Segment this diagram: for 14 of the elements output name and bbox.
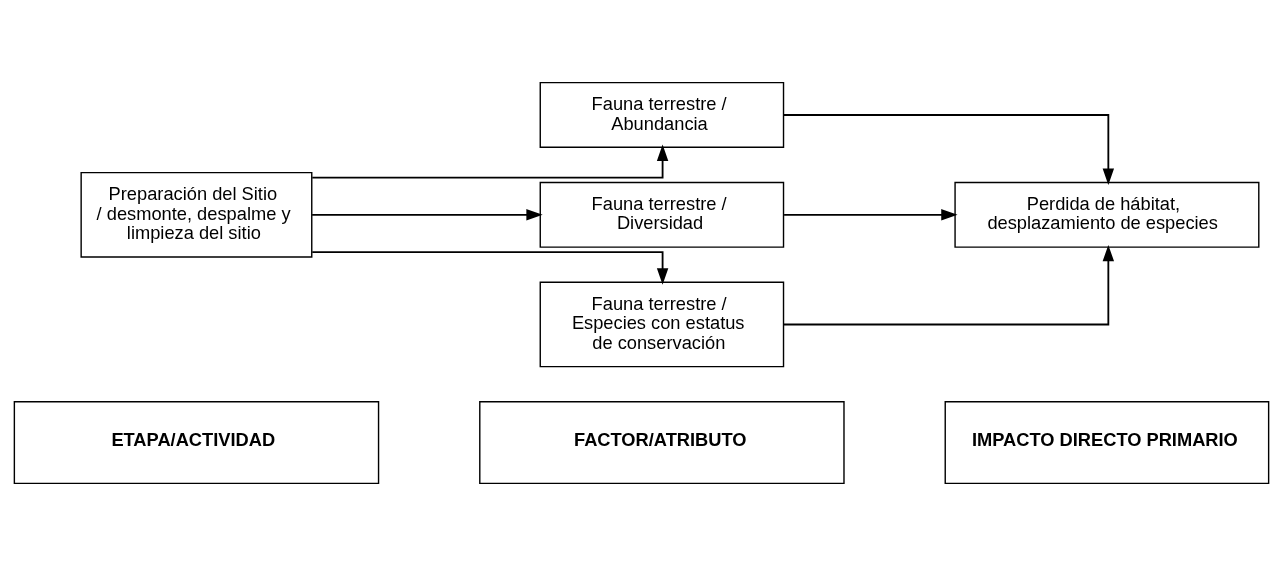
arrow xyxy=(311,250,669,285)
arrow xyxy=(311,208,543,220)
node-box: Fauna terrestre / Diversidad xyxy=(539,181,785,248)
node-box: Fauna terrestre / Especies con estatus de conservación xyxy=(539,281,785,367)
node-box: ETAPA/ACTIVIDAD xyxy=(13,400,380,484)
arrow xyxy=(782,244,1115,325)
arrow xyxy=(782,113,1115,185)
arrow xyxy=(311,144,669,178)
arrow xyxy=(783,208,958,220)
node-box: Fauna terrestre / Abundancia xyxy=(539,81,785,148)
node-box: IMPACTO DIRECTO PRIMARIO xyxy=(944,400,1270,484)
node-box: Preparación del Sitio / desmonte, despalme y limpieza del sitio xyxy=(80,171,313,258)
node-box: Perdida de hábitat, desplazamiento de especies xyxy=(954,181,1260,248)
node-box: FACTOR/ATRIBUTO xyxy=(479,400,845,484)
